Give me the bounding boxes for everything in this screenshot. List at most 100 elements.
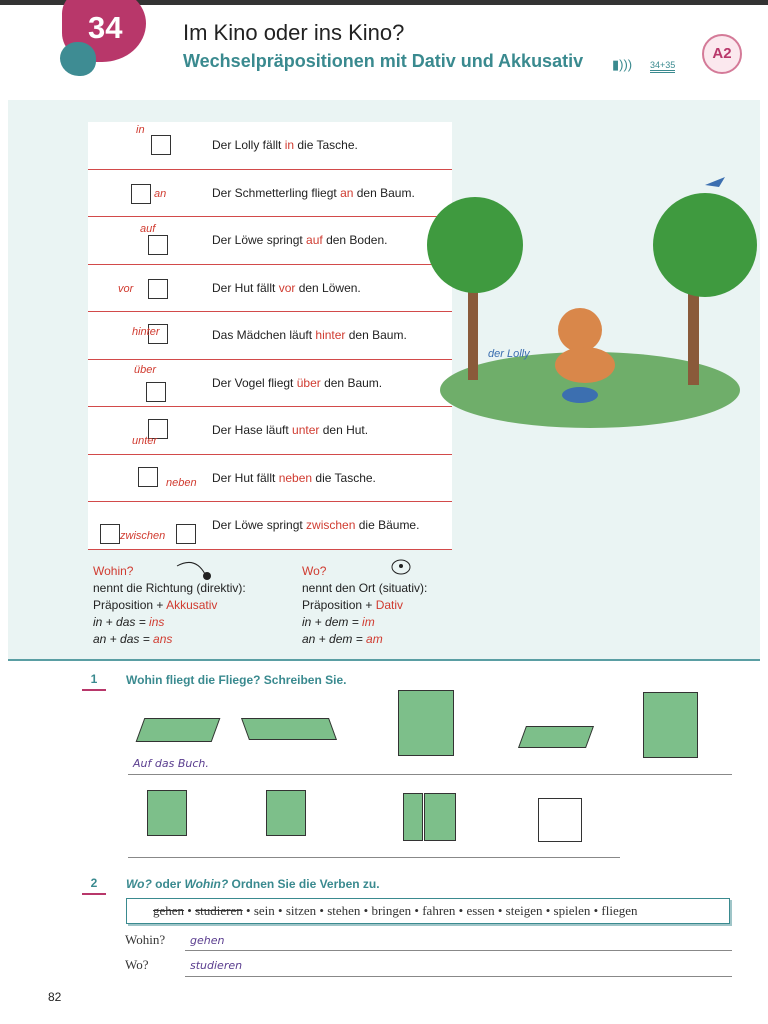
sentence-prep: in [284, 138, 295, 152]
preposition-label: in [136, 124, 145, 136]
sentence-after: die Bäume. [355, 518, 420, 532]
sentence-after: die Tasche. [294, 138, 358, 152]
book-image [266, 790, 306, 836]
lesson-badge-accent [60, 42, 96, 76]
preposition-label: zwischen [120, 530, 166, 542]
speaker-icon: ▮))) [612, 57, 633, 72]
sentence-before: Der Löwe springt [212, 518, 307, 532]
example-sentence: Das Mädchen läuft hinter den Baum. [212, 328, 407, 342]
preposition-diagram: in [96, 124, 206, 164]
sentence-prep: an [340, 185, 354, 200]
preposition-diagram: zwischen [96, 510, 206, 544]
book-image [135, 718, 221, 742]
box-icon [138, 466, 158, 487]
divider [8, 659, 760, 661]
example-sentence: Der Hut fällt vor den Löwen. [212, 281, 361, 295]
sentence-before: Der Hase läuft [212, 423, 293, 437]
sentence-after: die Tasche. [312, 470, 376, 485]
contraction: im [362, 615, 375, 629]
note-text: Präposition + [302, 598, 376, 612]
sentence-prep: zwischen [306, 518, 356, 532]
wo-label: Wo? [125, 957, 149, 972]
preposition-label: an [154, 187, 167, 200]
preposition-label: über [134, 363, 157, 376]
title-part: Wo? [126, 877, 152, 891]
exercise-2-title: Wo? oder Wohin? Ordnen Sie die Verben zu… [126, 877, 380, 891]
note-text: in + das = [93, 615, 150, 629]
contraction: am [366, 632, 383, 646]
note-text: Präposition + [93, 598, 167, 612]
box-icon [148, 324, 168, 344]
wo-heading: Wo? [302, 564, 327, 578]
lolly-label: der Lolly [488, 348, 531, 360]
book-image [147, 790, 187, 836]
answer-line[interactable] [128, 774, 732, 775]
park-illustration: der Lolly [427, 177, 757, 428]
page-title: Im Kino oder ins Kino? [183, 20, 405, 45]
contraction: ins [149, 615, 165, 629]
preposition-diagram: hinter [96, 320, 206, 354]
preposition-label: auf [140, 223, 156, 235]
box-icon [131, 183, 151, 204]
example-sentence: Der Hut fällt neben die Tasche. [212, 471, 376, 485]
preposition-label: vor [118, 282, 134, 295]
example-sentence: Der Löwe springt auf den Boden. [212, 233, 387, 247]
wohin-answer[interactable]: gehen [190, 934, 225, 947]
case-akkusativ: Akkusativ [166, 598, 218, 612]
title-part: Wohin? [184, 877, 229, 891]
book-image [403, 793, 423, 841]
note-line: nennt die Richtung (direktiv): [93, 581, 246, 595]
sentence-prep: vor [278, 280, 296, 295]
exercise-1-number: 1 [82, 672, 106, 691]
note-text: an + dem = [302, 632, 367, 646]
preposition-label: unter [132, 435, 158, 447]
wo-answer[interactable]: studieren [190, 959, 243, 972]
wohin-label: Wohin? [125, 932, 166, 947]
sentence-after: den Hut. [319, 423, 369, 437]
audio-tracks: 34+35 [650, 60, 676, 73]
sentence-before: Der Hut fällt [212, 470, 279, 485]
note-line: nennt den Ort (situativ): [302, 581, 428, 595]
wohin-note: Wohin? nennt die Richtung (direktiv): Pr… [93, 563, 246, 648]
example-sentence: Der Lolly fällt in die Tasche. [212, 138, 358, 152]
sentence-after: den Baum. [345, 328, 407, 342]
example-sentence: Der Schmetterling fliegt an den Baum. [212, 186, 415, 200]
box-icon [176, 524, 196, 544]
book-image [240, 718, 338, 740]
book-image [643, 692, 698, 758]
example-sentence: Der Hase läuft unter den Hut. [212, 423, 368, 437]
book-image [398, 690, 454, 756]
sentence-prep: über [296, 375, 321, 390]
word-list: sein • sitzen • stehen • bringen • fahre… [253, 903, 638, 918]
box-icon [148, 419, 168, 439]
scan-edge [0, 0, 768, 5]
exercise-1-answer[interactable]: Auf das Buch. [133, 757, 209, 770]
answer-line[interactable] [128, 857, 620, 858]
box-icon [100, 524, 120, 544]
sentence-prep: neben [278, 470, 313, 485]
page-number: 82 [48, 990, 62, 1004]
box-icon [151, 135, 171, 155]
sentence-before: Der Löwe springt [212, 233, 307, 247]
note-text: in + dem = [302, 615, 363, 629]
lesson-number: 34 [88, 10, 123, 45]
title-part: Ordnen Sie die Verben zu. [228, 877, 380, 891]
sentence-before: Der Lolly fällt [212, 138, 285, 152]
answer-line[interactable] [185, 950, 732, 951]
title-part: oder [151, 877, 185, 891]
book-image [517, 726, 595, 748]
sentence-after: den Baum. [353, 185, 415, 200]
answer-line[interactable] [185, 976, 732, 977]
preposition-label: neben [166, 476, 197, 489]
book-image [538, 798, 582, 842]
preposition-diagram: auf [96, 223, 206, 259]
sentence-before: Der Vogel fliegt [212, 375, 297, 390]
preposition-diagram: vor [96, 273, 206, 307]
note-text: an + das = [93, 632, 154, 646]
